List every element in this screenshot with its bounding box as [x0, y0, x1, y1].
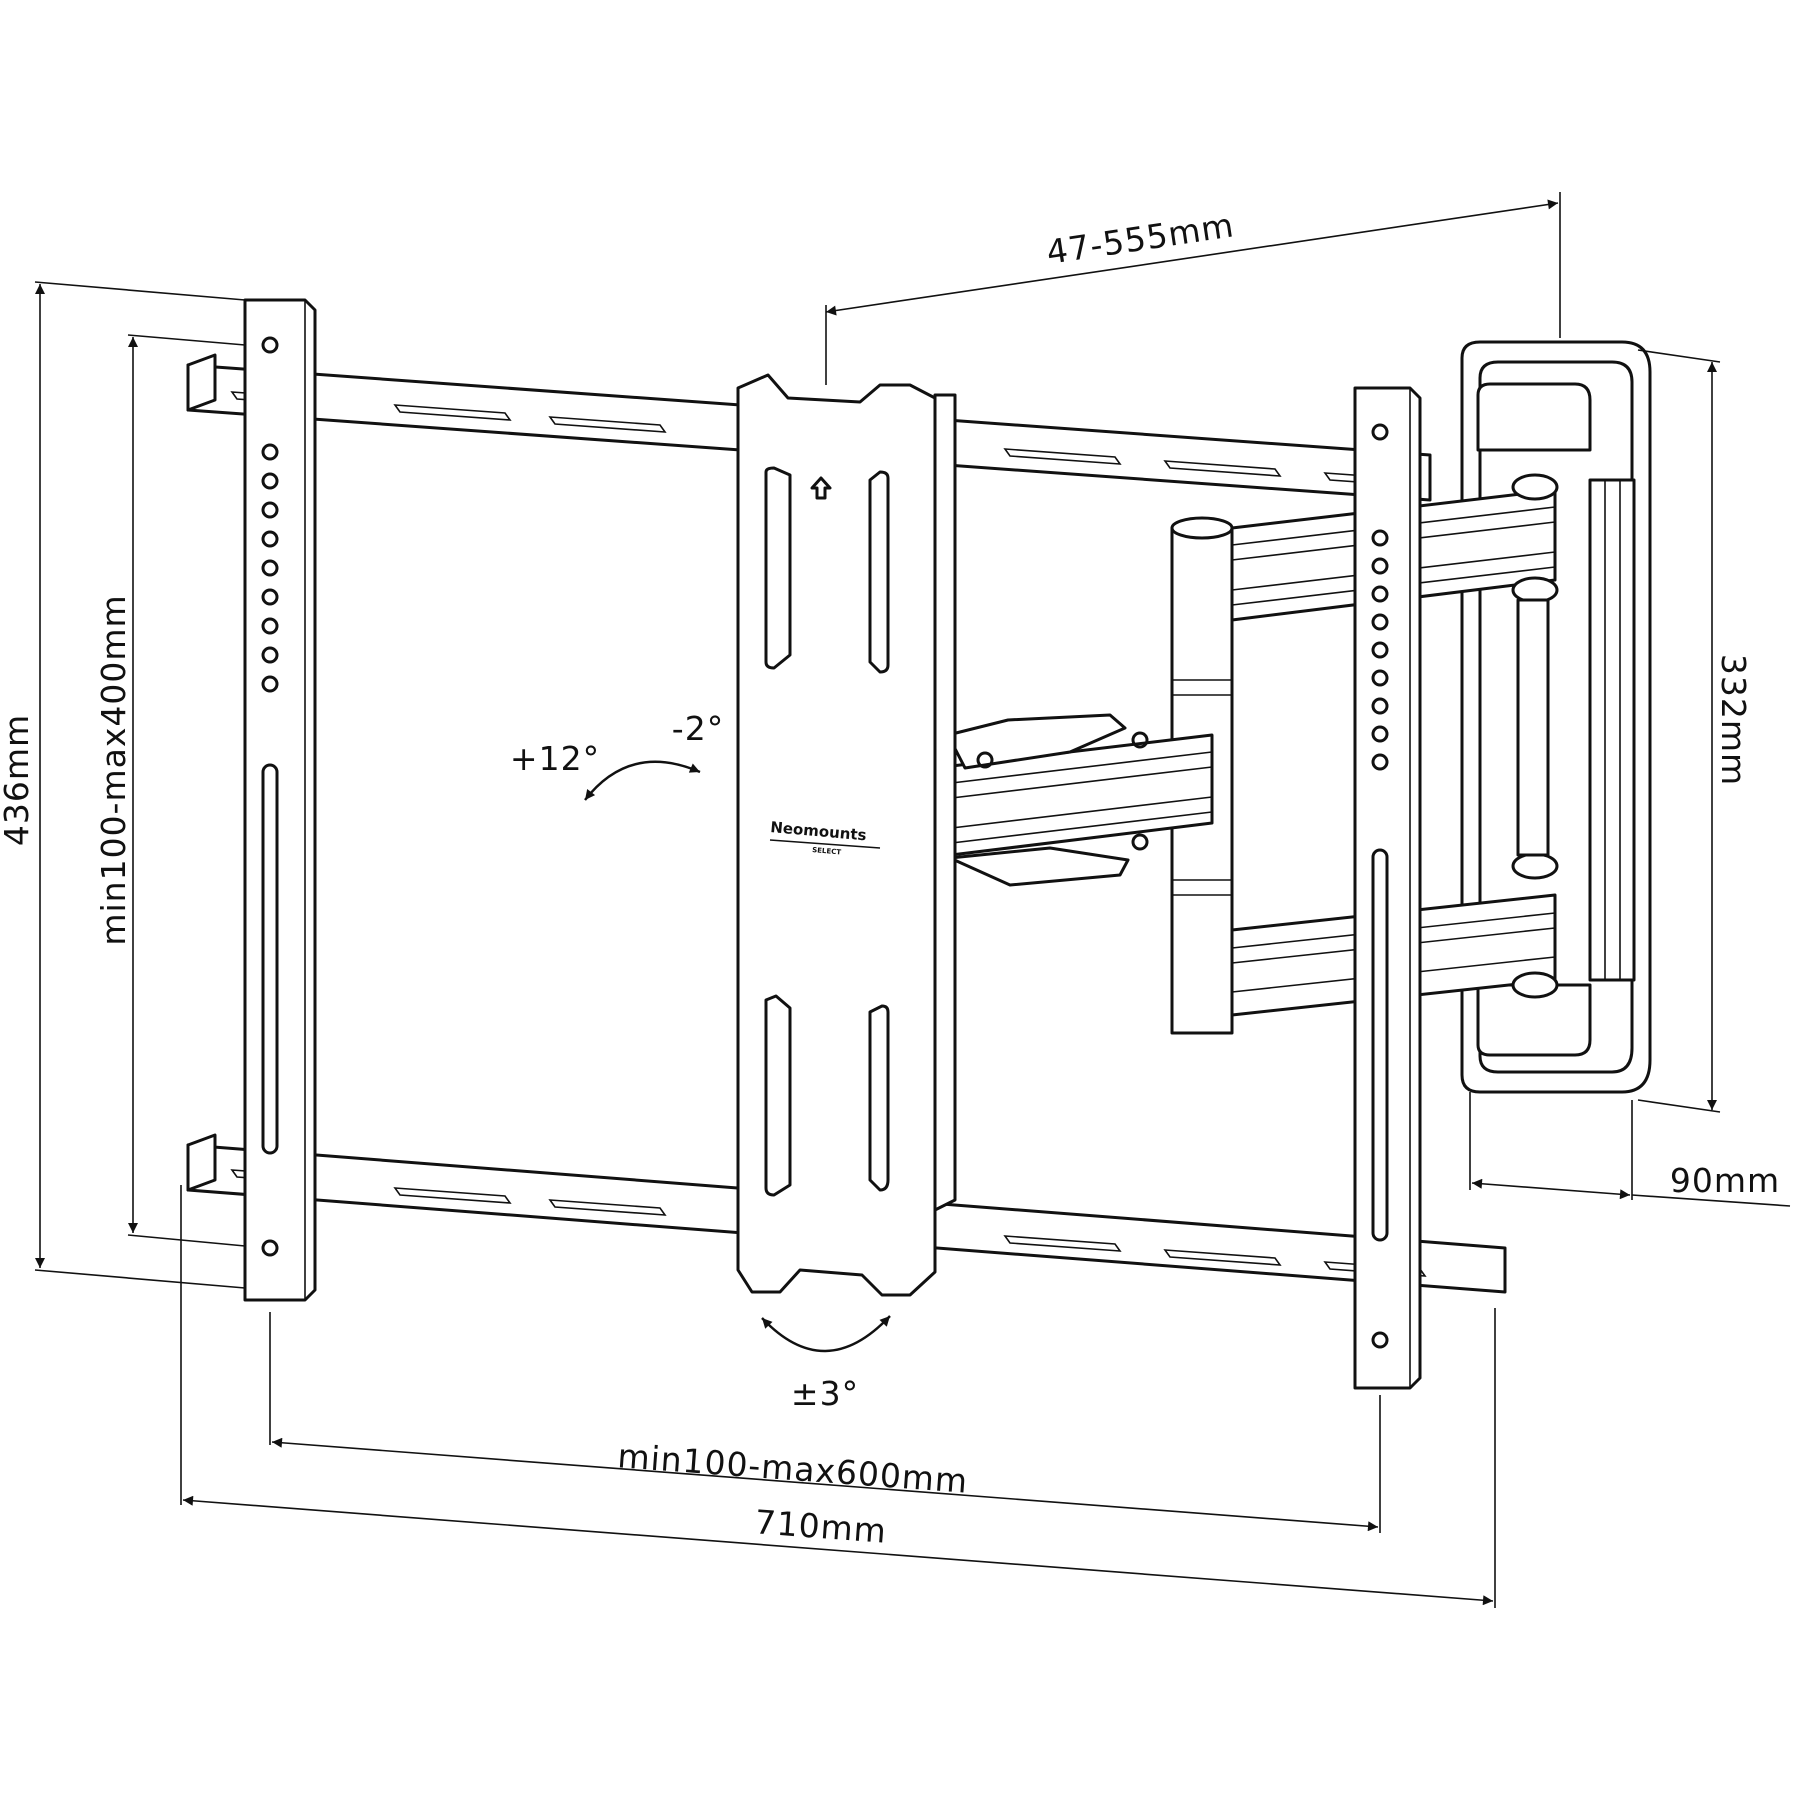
- brand-logo-sub: SELECT: [812, 846, 842, 857]
- rotation-arrow-icon: [761, 1315, 891, 1353]
- right-vesa-strap: [1353, 386, 1422, 1390]
- left-strap-holes: [261, 443, 279, 693]
- left-vesa-strap: [243, 298, 317, 1302]
- dim-wall-plate-height-label: 332mm: [1714, 654, 1753, 786]
- angle-arrows: [584, 760, 891, 1353]
- dim-arm-extension-label: 47-555mm: [1044, 205, 1237, 272]
- angle-rotation-label: ±3°: [791, 1374, 859, 1413]
- dim-vesa-horizontal-label: min100-max600mm: [616, 1436, 969, 1501]
- angle-tilt-down-label: -2°: [672, 709, 724, 748]
- tilt-arrow-icon: [584, 760, 701, 801]
- center-plate: Neomounts SELECT: [736, 373, 957, 1297]
- swing-arms: [933, 473, 1559, 1035]
- up-arrow-icon: [810, 476, 832, 500]
- dim-wall-plate-depth-label: 90mm: [1670, 1161, 1780, 1200]
- dimension-lines: [34, 192, 1791, 1608]
- angle-tilt-up-label: +12°: [510, 739, 600, 778]
- dim-overall-width-label: 710mm: [753, 1502, 888, 1551]
- dim-vesa-vertical-label: min100-max400mm: [94, 594, 133, 945]
- dim-overall-height-label: 436mm: [0, 714, 36, 846]
- right-strap-holes: [1371, 529, 1389, 771]
